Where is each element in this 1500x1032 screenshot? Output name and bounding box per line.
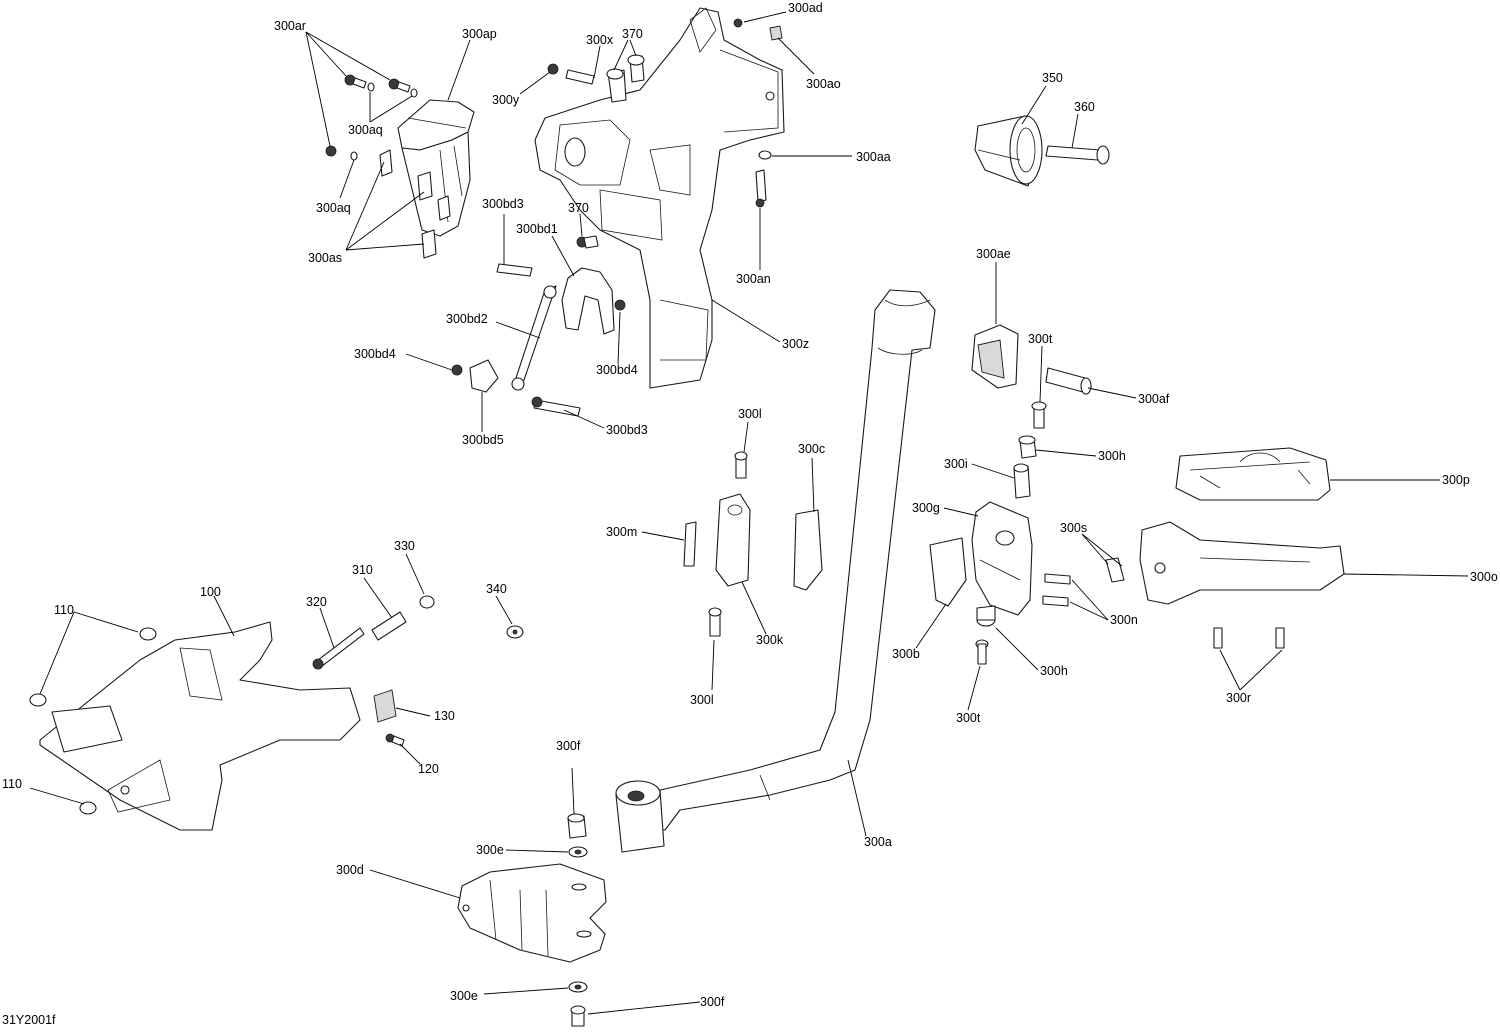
label-300r: 300r [1226,691,1251,705]
part-300ae-cap [971,324,1019,389]
part-300t-screw-top [1031,401,1047,429]
label-300af: 300af [1138,392,1170,406]
label-300ar: 300ar [274,19,306,33]
label-300ao: 300ao [806,77,841,91]
label-300b: 300b [892,647,920,661]
label-300l: 300l [690,693,714,707]
part-300p-pad [1175,447,1331,501]
label-300h: 300h [1040,664,1068,678]
label-300p: 300p [1442,473,1470,487]
label-300e: 300e [476,843,504,857]
label-300aq: 300aq [348,123,383,137]
label-110: 110 [54,603,74,617]
label-300t: 300t [956,711,981,725]
part-300l-screws [708,451,748,637]
part-300h-bushing-top [1018,435,1037,459]
label-300m: 300m [606,525,637,539]
label-300bd1: 300bd1 [516,222,558,236]
label-300k: 300k [756,633,784,647]
part-300aa-washer [755,150,772,208]
part-300t-screw-bottom [975,639,989,665]
label-320: 320 [306,595,327,609]
label-370: 370 [568,201,589,215]
label-310: 310 [352,563,373,577]
label-300h: 300h [1098,449,1126,463]
part-300o-bracket [1139,521,1345,605]
part-100-mount [39,621,361,831]
label-300o: 300o [1470,570,1498,584]
part-300r-screws [1213,627,1285,649]
label-100: 100 [200,585,221,599]
label-300t: 300t [1028,332,1053,346]
label-300ap: 300ap [462,27,497,41]
part-300ar-screws [325,74,418,161]
part-350-bearing [974,115,1043,187]
part-300c-insert [793,509,823,591]
label-350: 350 [1042,71,1063,85]
label-300n: 300n [1110,613,1138,627]
label-120: 120 [418,762,439,776]
label-300f: 300f [556,739,581,753]
part-300n-bolts [1042,573,1071,607]
part-310-320-330-340 [312,595,524,670]
part-300b-cover [929,537,967,607]
label-300ae: 300ae [976,247,1011,261]
label-360: 360 [1074,100,1095,114]
label-330: 330 [394,539,415,553]
part-300ad-nut [733,18,783,41]
label-300z: 300z [782,337,809,351]
part-300bd-linkage [451,235,626,417]
label-300bd4: 300bd4 [596,363,638,377]
part-110-bolts [29,627,157,815]
part-300i-sleeve [1013,463,1031,499]
label-300a: 300a [864,835,892,849]
label-300s: 300s [1060,521,1087,535]
part-300g-bracket [971,501,1033,616]
part-300m-spacer [683,521,697,567]
label-300c: 300c [798,442,825,456]
label-300bd3: 300bd3 [606,423,648,437]
label-110: 110 [2,777,22,791]
label-300l: 300l [738,407,762,421]
part-300af-bolt [1045,367,1092,395]
diagram-code: 31Y2001f [2,1013,56,1027]
part-300a-tube [615,289,936,853]
part-300d-plate [457,863,607,963]
part-300f-screws [567,813,587,1027]
label-300aq: 300aq [316,201,351,215]
label-300bd2: 300bd2 [446,312,488,326]
part-300k-clamp [715,493,751,587]
label-300an: 300an [736,272,771,286]
label-300bd5: 300bd5 [462,433,504,447]
label-300g: 300g [912,501,940,515]
label-340: 340 [486,582,507,596]
label-300aa: 300aa [856,150,891,164]
part-300h-bushing-bottom [976,605,996,627]
part-360-bolt [1045,145,1110,165]
label-300y: 300y [492,93,520,107]
label-300f: 300f [700,995,725,1009]
leader-lines [29,11,1469,1015]
part-300s-clip [1105,557,1125,583]
label-300bd3: 300bd3 [482,197,524,211]
label-370: 370 [622,27,643,41]
label-300e: 300e [450,989,478,1003]
part-120-130 [373,689,405,747]
label-300as: 300as [308,251,342,265]
part-300x-bolts [547,54,645,103]
part-300z-fairing [534,7,785,389]
part-300ap-bracket [397,99,475,237]
label-130: 130 [434,709,455,723]
part-300e-washers [568,846,588,993]
label-300d: 300d [336,863,364,877]
label-300bd4: 300bd4 [354,347,396,361]
label-300x: 300x [586,33,614,47]
label-300i: 300i [944,457,968,471]
label-300ad: 300ad [788,1,823,15]
